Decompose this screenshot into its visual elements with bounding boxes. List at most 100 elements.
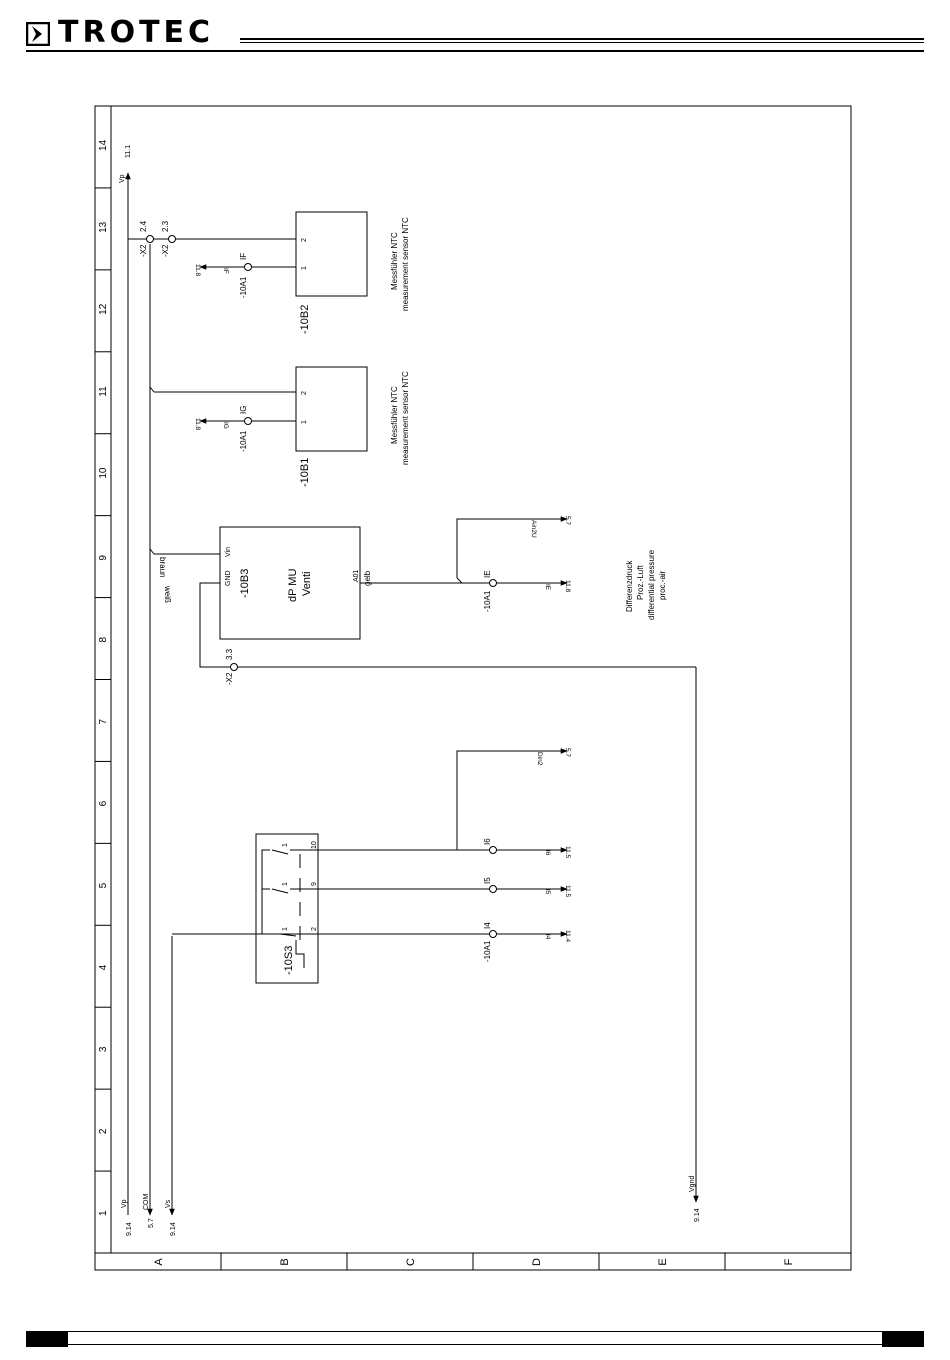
rail-vp-top-name: Vp	[119, 174, 126, 183]
footer-block-right	[882, 1331, 924, 1347]
column-label-9: 9	[98, 555, 109, 561]
rail-vp-ref: 9.14	[126, 1222, 133, 1236]
diff-pressure-desc-4: proc.-air	[658, 570, 667, 600]
sensor-b3-tag: -10B3	[239, 569, 251, 598]
terminal-x2-24-pin: 2.4	[139, 220, 148, 232]
switch-s3-i4-ref: 11.4	[564, 930, 571, 943]
sensor-b1-pin1: 1	[301, 420, 308, 424]
sensor-b2-io-name: IF	[239, 253, 248, 260]
sensor-b1-pin2: 2	[301, 391, 308, 395]
header-rule	[26, 50, 924, 52]
sensor-b1-ref-label: IG	[222, 422, 229, 429]
chevron-right-icon	[26, 22, 50, 46]
switch-s3-i6-ref: 11.5	[564, 846, 571, 859]
sensor-b1-desc-de: Messfühler NTC	[390, 386, 399, 444]
sensor-b3-line1: dP MU	[287, 569, 299, 602]
column-label-14: 14	[98, 139, 109, 151]
switch-s3-input-i6: I6	[483, 838, 492, 845]
wire-weiss-label: weiß	[163, 585, 172, 603]
sensor-b3-ain-ref: 5.7	[564, 516, 571, 525]
switch-s3-io-tag: -10A1	[483, 940, 492, 962]
sensor-b1-desc-en: measurement sensor NTC	[401, 371, 410, 465]
sensor-b3-pin-vin: Vin	[225, 547, 232, 557]
page-header: TROTEC	[0, 0, 950, 70]
column-label-2: 2	[98, 1128, 109, 1134]
header-rule	[240, 42, 924, 43]
column-label-5: 5	[98, 882, 109, 888]
brand-name: TROTEC	[58, 15, 215, 50]
header-rule	[240, 38, 924, 40]
row-label-B: B	[279, 1258, 291, 1265]
sensor-b2-io-tag: -10A1	[239, 276, 248, 298]
switch-s3-pin-1a: 1	[282, 927, 289, 931]
switch-s3-i5-ref: 11.5	[564, 885, 571, 898]
terminal-x2-33-tag: -X2	[225, 672, 234, 685]
sensor-b3-io-name: IE	[483, 570, 492, 578]
row-grid-ticks	[220, 1253, 726, 1270]
terminal-circles	[146, 235, 497, 938]
rail-vp-name: Vp	[121, 1199, 128, 1208]
switch-s3-i4-ref-label: I4	[544, 934, 551, 940]
column-label-13: 13	[98, 221, 109, 233]
wires	[125, 172, 699, 1216]
page-footer	[26, 1331, 924, 1347]
row-label-A: A	[153, 1258, 165, 1266]
switch-s3-input-i5: I5	[483, 877, 492, 884]
column-label-4: 4	[98, 964, 109, 970]
sensor-b2-tag: -10B2	[299, 305, 311, 334]
drawing-frame	[94, 105, 852, 1271]
column-label-12: 12	[98, 303, 109, 315]
row-label-F: F	[783, 1258, 795, 1265]
sensor-b3-box	[219, 526, 361, 640]
sensor-b2-pin1: 1	[301, 266, 308, 270]
switch-s3-input-i4: I4	[483, 922, 492, 929]
wire-braun-label: braun	[158, 557, 167, 577]
diff-pressure-desc-1: Differenzdruck	[625, 560, 634, 612]
column-label-8: 8	[98, 637, 109, 643]
switch-s3-pin-9: 9	[311, 882, 318, 886]
sensor-b1-ref: 11.8	[194, 418, 201, 431]
switch-s3-pin-1b: 1	[282, 882, 289, 886]
sensor-b3-ain-label: Ain2U	[530, 520, 537, 538]
switch-s3-pin-2: 2	[311, 927, 318, 931]
sensor-b2-desc-en: measurement sensor NTC	[401, 217, 410, 311]
sensor-b1-box	[295, 366, 368, 452]
terminal-x2-23-pin: 2.3	[161, 220, 170, 232]
switch-s3-i5-ref-label: I5	[544, 889, 551, 895]
terminal-x2-24-tag: -X2	[139, 244, 148, 257]
diff-pressure-desc-2: Proz.-Luft	[636, 565, 645, 600]
switch-s3-pin-1c: 1	[282, 843, 289, 847]
rail-vs-ref: 9.14	[170, 1222, 177, 1236]
sensor-b1-io-tag: -10A1	[239, 430, 248, 452]
sensor-b2-ref: 11.8	[194, 264, 201, 277]
switch-s3-box	[255, 833, 319, 984]
sensor-b3-ref: 11.8	[564, 580, 571, 593]
row-label-D: D	[531, 1258, 543, 1266]
switch-s3-din-label: Din2	[536, 752, 543, 766]
rail-vp-top-ref: 11.1	[125, 145, 132, 158]
terminal-x2-33-pin: 3.3	[225, 648, 234, 660]
column-label-7: 7	[98, 718, 109, 724]
column-label-1: 1	[98, 1210, 109, 1216]
column-label-11: 11	[98, 386, 109, 397]
switch-s3-i6-ref-label: I6	[544, 850, 551, 856]
sensor-b3-io-tag: -10A1	[483, 590, 492, 612]
sensor-b2-pin2: 2	[301, 238, 308, 242]
sensor-b2-desc-de: Messfühler NTC	[390, 232, 399, 290]
sensor-b1-tag: -10B1	[299, 458, 311, 487]
rail-vgnd-ref: 9.14	[694, 1208, 701, 1222]
column-label-10: 10	[98, 467, 109, 479]
rail-vs-name: Vs	[165, 1199, 172, 1208]
footer-block-left	[26, 1331, 68, 1347]
row-label-E: E	[657, 1258, 669, 1265]
sensor-b3-pin-gnd: GND	[225, 570, 232, 586]
sensor-b1-io-name: IG	[239, 406, 248, 414]
sensor-b3-ref-label: IE	[544, 584, 551, 591]
column-label-6: 6	[98, 800, 109, 806]
column-label-3: 3	[98, 1046, 109, 1052]
switch-s3-pin-10: 10	[311, 841, 318, 849]
sensor-b2-ref-label: IF	[222, 268, 229, 274]
